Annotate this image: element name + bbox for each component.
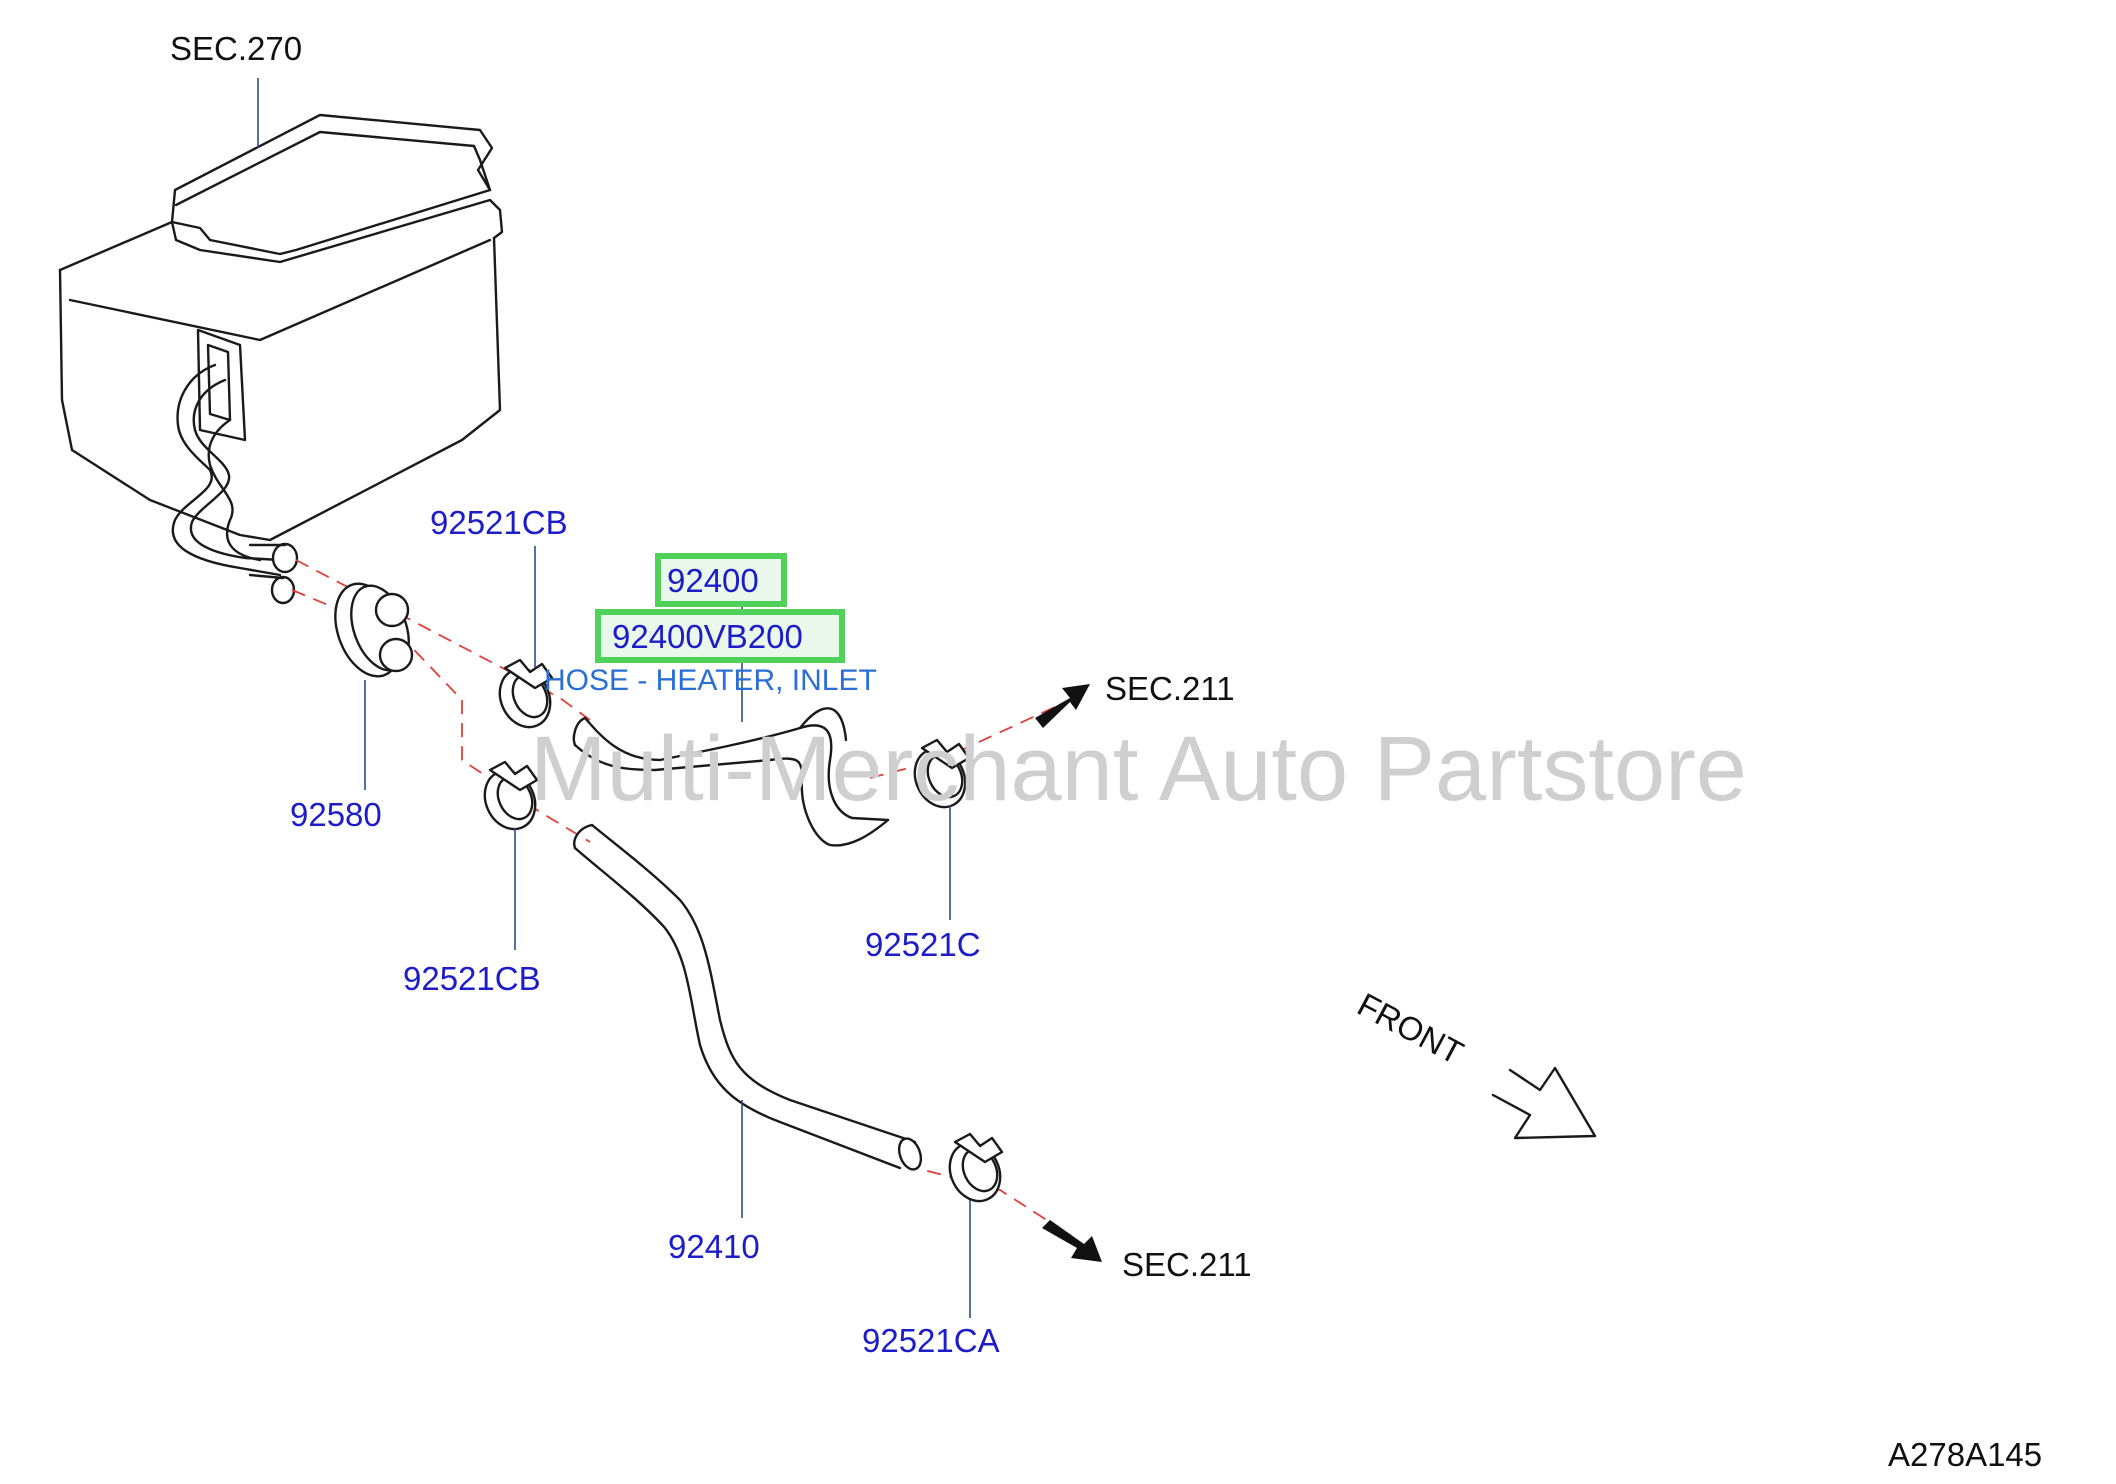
part-label-92400vb200[interactable]: 92400VB200 <box>612 618 803 655</box>
clamp-upper-left <box>498 658 554 729</box>
sec270-label: SEC.270 <box>170 30 302 67</box>
front-arrow <box>1491 1066 1597 1140</box>
part-label-92400[interactable]: 92400 <box>667 562 759 599</box>
hose-outlet-92410 <box>573 823 923 1171</box>
part-label-92410[interactable]: 92410 <box>668 1228 760 1265</box>
part-label-92580[interactable]: 92580 <box>290 796 382 833</box>
heater-core-tubes <box>171 363 299 605</box>
front-label: FRONT <box>1352 986 1470 1072</box>
sec211-upper-label: SEC.211 <box>1105 670 1235 707</box>
highlight-92400vb200 <box>595 609 845 663</box>
diagram-code: A278A145 <box>1888 1436 2042 1473</box>
grommet-92580 <box>334 582 414 678</box>
clamp-lower-right <box>948 1132 1004 1203</box>
sec211-lower-label: SEC.211 <box>1122 1246 1252 1283</box>
heater-unit <box>58 113 504 542</box>
part-label-92521cb-upper[interactable]: 92521CB <box>430 504 568 541</box>
clamp-lower-left <box>483 760 539 831</box>
hose-inlet-92400 <box>572 707 890 847</box>
part-label-92521cb-lower[interactable]: 92521CB <box>403 960 541 997</box>
part-description: HOSE - HEATER, INLET <box>544 664 877 697</box>
arrow-sec211-lower <box>1042 1220 1102 1262</box>
arrow-sec211-upper <box>1035 684 1090 728</box>
watermark: Multi-Merchant Auto Partstore <box>530 718 1747 820</box>
part-label-92521c[interactable]: 92521C <box>865 926 981 963</box>
clamp-upper-right <box>913 738 971 809</box>
part-label-92521ca[interactable]: 92521CA <box>862 1322 1000 1359</box>
highlight-92400 <box>655 553 787 607</box>
